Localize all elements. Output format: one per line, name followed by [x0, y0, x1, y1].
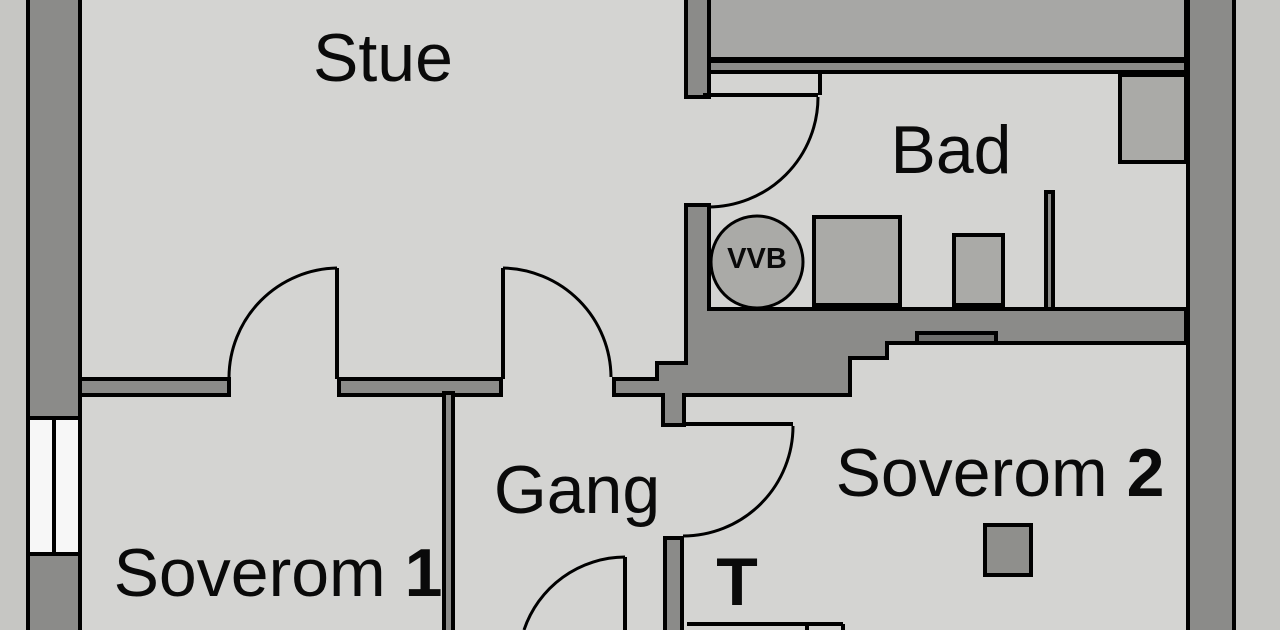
- wall-outer-right: [1186, 0, 1236, 630]
- wall-soverom1-gang: [442, 391, 455, 630]
- door-stue-soverom1: [227, 266, 339, 379]
- shower-cabinet: [1118, 73, 1188, 164]
- room-label-stue: Stue: [313, 20, 453, 96]
- wall-gang-toilet: [663, 536, 684, 630]
- outside-left: [0, 0, 26, 630]
- door-stue-gang: [501, 266, 613, 379]
- room-label-bad: Bad: [890, 112, 1012, 188]
- door-soverom2: [682, 422, 795, 538]
- wall-outer-left-lower: [26, 552, 82, 630]
- water-heater-circle: [709, 214, 805, 310]
- outside-right: [1236, 0, 1280, 630]
- room-label-soverom1: Soverom 1: [103, 539, 453, 607]
- wall-bad-west-upper: [684, 0, 711, 99]
- room-label-soverom2-number: 2: [1126, 435, 1165, 511]
- door-bad: [703, 73, 822, 209]
- room-label-gang: Gang: [493, 452, 661, 528]
- soverom2-furniture: [983, 523, 1033, 577]
- wall-outer-left-upper: [26, 0, 82, 420]
- water-heater-label: VVB: [727, 243, 787, 275]
- room-label-soverom1-number: 1: [404, 535, 443, 611]
- terrace-area: [698, 0, 1188, 61]
- washing-machine: [812, 215, 902, 307]
- room-label-soverom2: Soverom 2: [825, 439, 1175, 507]
- wall-stue-soverom1-left: [74, 377, 231, 397]
- shower-partition: [1044, 190, 1055, 311]
- wall-vent: [915, 331, 998, 345]
- room-label-soverom2-text: Soverom: [835, 435, 1108, 511]
- wall-stue-middle: [337, 377, 503, 397]
- door-gang-entry: [522, 555, 627, 630]
- wall-south-complex: [612, 203, 1188, 427]
- room-label-soverom1-text: Soverom: [113, 535, 386, 611]
- room-label-toilet: T: [716, 544, 758, 620]
- toilet-fixture-bad: [952, 233, 1005, 307]
- wall-bad-north: [703, 59, 1188, 74]
